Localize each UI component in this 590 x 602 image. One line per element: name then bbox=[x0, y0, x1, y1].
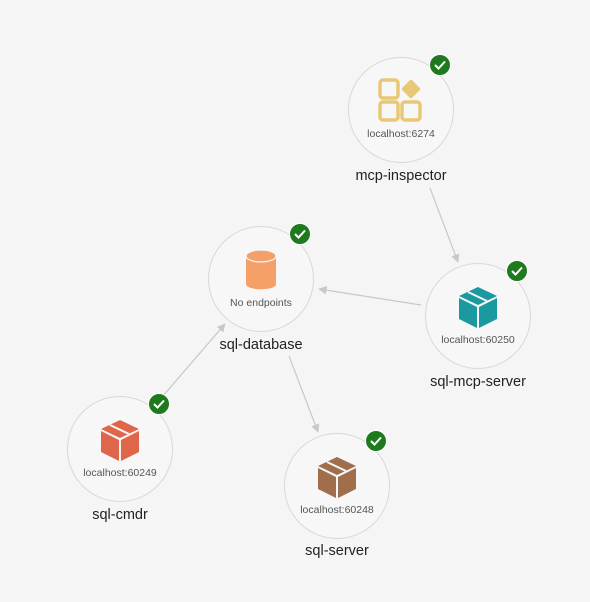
status-ok-badge bbox=[506, 260, 528, 282]
edge-cmdr-to-database bbox=[161, 323, 226, 398]
edge-inspector-to-mcp-server bbox=[429, 187, 460, 263]
endpoint-label: localhost:60249 bbox=[83, 467, 157, 479]
status-ok-badge bbox=[148, 393, 170, 415]
database-icon bbox=[245, 249, 277, 290]
status-ok-badge bbox=[289, 223, 311, 245]
checkmark-icon bbox=[370, 436, 382, 446]
node-label-mcp-inspector[interactable]: mcp-inspector bbox=[355, 168, 447, 184]
status-ok-badge bbox=[429, 54, 451, 76]
node-sql-cmdr[interactable]: localhost:60249 bbox=[67, 393, 173, 502]
node-sql-database[interactable]: No endpoints bbox=[208, 223, 314, 332]
node-label-sql-cmdr[interactable]: sql-cmdr bbox=[92, 507, 148, 523]
endpoint-label: localhost:60248 bbox=[300, 504, 374, 516]
status-ok-badge bbox=[365, 430, 387, 452]
node-label-sql-server[interactable]: sql-server bbox=[305, 543, 369, 559]
edge-mcp-server-to-database bbox=[318, 286, 422, 306]
node-sql-mcp-server[interactable]: localhost:60250 bbox=[425, 260, 531, 369]
node-label-sql-mcp-server[interactable]: sql-mcp-server bbox=[430, 374, 526, 390]
node-sql-server[interactable]: localhost:60248 bbox=[284, 430, 390, 539]
checkmark-icon bbox=[434, 60, 446, 70]
node-mcp-inspector[interactable]: localhost:6274 bbox=[348, 54, 454, 163]
edge-database-to-sql-server bbox=[288, 355, 320, 433]
endpoint-label: No endpoints bbox=[230, 297, 292, 309]
container-box-icon bbox=[318, 457, 356, 498]
endpoint-label: localhost:60250 bbox=[441, 334, 515, 346]
checkmark-icon bbox=[294, 229, 306, 239]
node-label-sql-database[interactable]: sql-database bbox=[219, 337, 303, 353]
container-box-icon bbox=[101, 420, 139, 461]
container-box-icon bbox=[459, 287, 497, 328]
endpoint-label: localhost:6274 bbox=[367, 128, 435, 140]
checkmark-icon bbox=[511, 266, 523, 276]
app-blocks-icon bbox=[378, 78, 422, 122]
checkmark-icon bbox=[153, 399, 165, 409]
